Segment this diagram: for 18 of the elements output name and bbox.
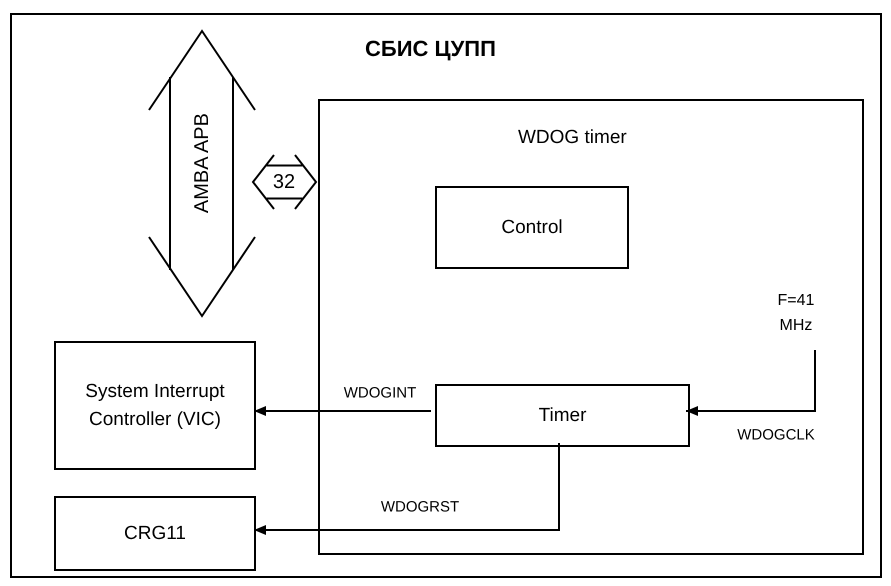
frequency-label: F=41 MHz bbox=[776, 291, 816, 336]
block-box: Timer bbox=[435, 384, 690, 447]
chip-frame bbox=[10, 13, 882, 578]
chip-title: СБИС ЦУПП bbox=[365, 38, 496, 60]
module-box bbox=[318, 99, 864, 555]
edge-label: WDOGINT bbox=[342, 386, 418, 400]
module-title: WDOG timer bbox=[518, 128, 627, 147]
bus-arrow bbox=[252, 154, 317, 210]
signal-arrow bbox=[254, 406, 431, 416]
block-box: System Interrupt Controller (VIC) bbox=[54, 341, 256, 470]
signal-arrow bbox=[254, 443, 560, 535]
edge-label: WDOGRST bbox=[380, 500, 460, 514]
signal-arrow bbox=[686, 350, 816, 416]
edge-label: WDOGCLK bbox=[736, 428, 816, 442]
block-box: CRG11 bbox=[54, 496, 256, 571]
edge-label: 32 bbox=[272, 172, 296, 192]
block-box: Control bbox=[435, 186, 629, 269]
bus-label: AMBA APB bbox=[192, 113, 212, 214]
